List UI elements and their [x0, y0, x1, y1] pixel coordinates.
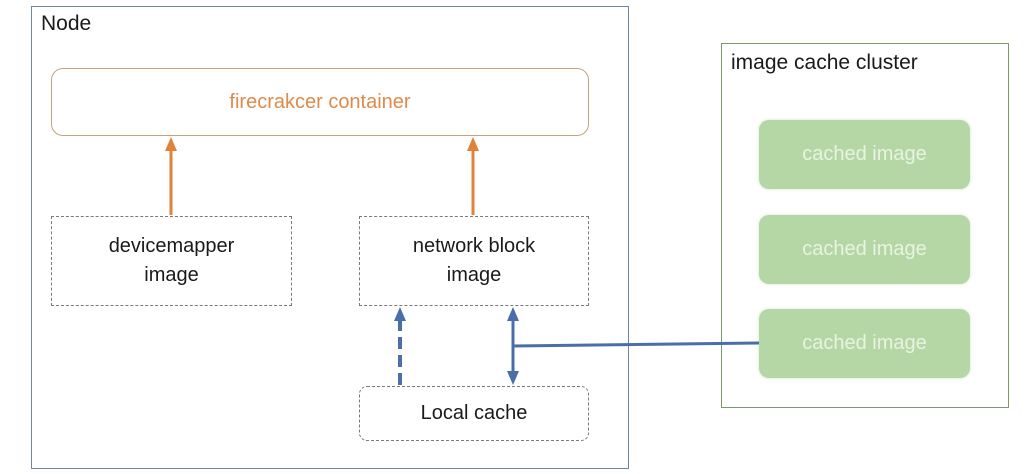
- cached-image-label: cached image: [802, 143, 927, 165]
- local-cache-box: Local cache: [359, 386, 589, 441]
- dashed-arrow-localcache-to-networkblock: [394, 307, 406, 385]
- cached-image-box: cached image: [759, 215, 970, 284]
- arrow-devicemapper-to-firecracker: [165, 137, 177, 215]
- image-cache-cluster-boundary: [721, 43, 1009, 408]
- devicemapper-label-line2: image: [144, 264, 199, 286]
- node-title: Node: [41, 12, 92, 35]
- arrow-networkblock-to-firecracker: [467, 137, 479, 215]
- devicemapper-image-box: devicemapper image: [51, 216, 292, 306]
- cached-image-label: cached image: [802, 332, 927, 354]
- node-boundary: [31, 6, 629, 469]
- image-cache-cluster-title: image cache cluster: [731, 51, 918, 74]
- cached-image-label: cached image: [802, 238, 927, 260]
- cached-image-box: cached image: [759, 120, 970, 189]
- network-block-label-line1: network block: [412, 235, 536, 257]
- network-block-label-line2: image: [446, 264, 502, 286]
- local-cache-label: Local cache: [420, 402, 528, 424]
- firecracker-container-box: firecrakcer container: [51, 68, 589, 136]
- devicemapper-label-line1: devicemapper: [108, 235, 235, 257]
- network-block-image-box: network block image: [359, 216, 589, 306]
- firecracker-container-label: firecrakcer container: [229, 90, 411, 113]
- connector-to-cached-image: [512, 341, 760, 348]
- cached-image-box: cached image: [759, 309, 970, 378]
